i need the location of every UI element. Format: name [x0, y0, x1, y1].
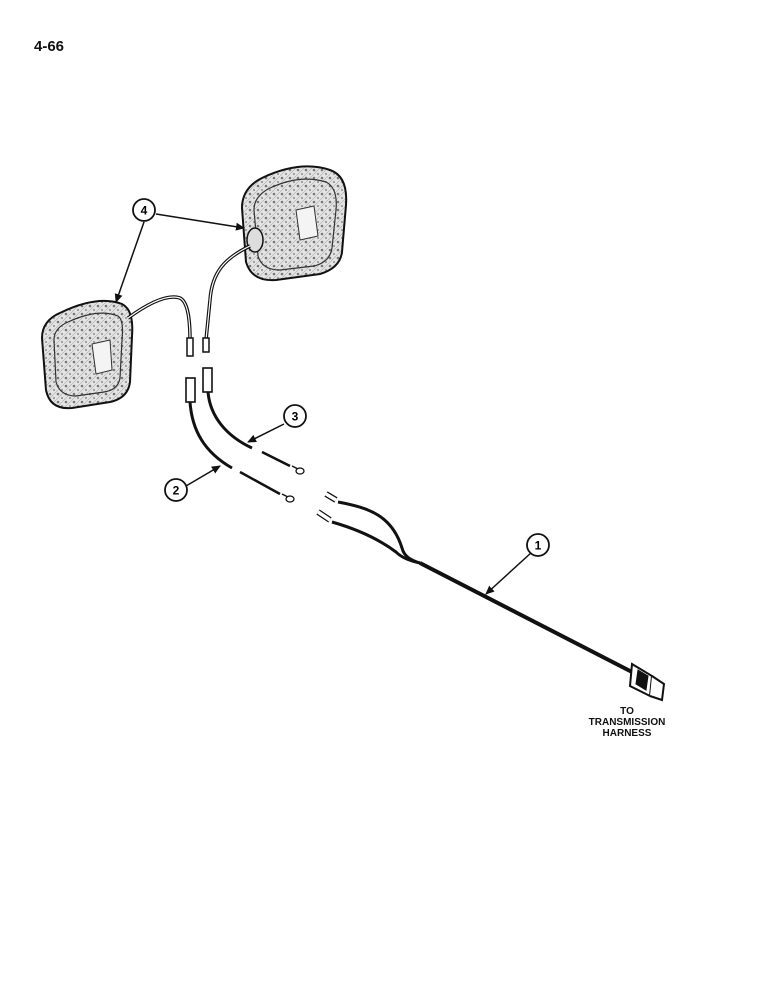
- lamp-pigtails: [126, 244, 251, 357]
- rear-lamp-lower: [40, 299, 134, 410]
- page-number: 4-66: [34, 38, 65, 55]
- jumper-harness-2: [185, 377, 295, 503]
- rear-lamp-upper: [240, 165, 348, 282]
- callout-balloon-2: 2: [164, 478, 188, 502]
- main-harness-1: [316, 491, 666, 702]
- leader-lines: [114, 213, 533, 595]
- destination-label: TO TRANSMISSION HARNESS: [572, 706, 682, 739]
- jumper-harness-3: [202, 367, 305, 475]
- callout-number-1: 1: [535, 539, 542, 553]
- destination-line-3: HARNESS: [602, 728, 652, 739]
- destination-line-1: TO: [620, 706, 634, 717]
- callout-balloon-4: 4: [132, 198, 156, 222]
- callout-balloon-3: 3: [283, 404, 307, 428]
- destination-line-2: TRANSMISSION: [588, 717, 666, 728]
- callout-number-3: 3: [292, 410, 299, 424]
- callout-number-2: 2: [173, 484, 180, 498]
- callout-number-4: 4: [141, 204, 148, 218]
- callout-balloon-1: 1: [526, 533, 550, 557]
